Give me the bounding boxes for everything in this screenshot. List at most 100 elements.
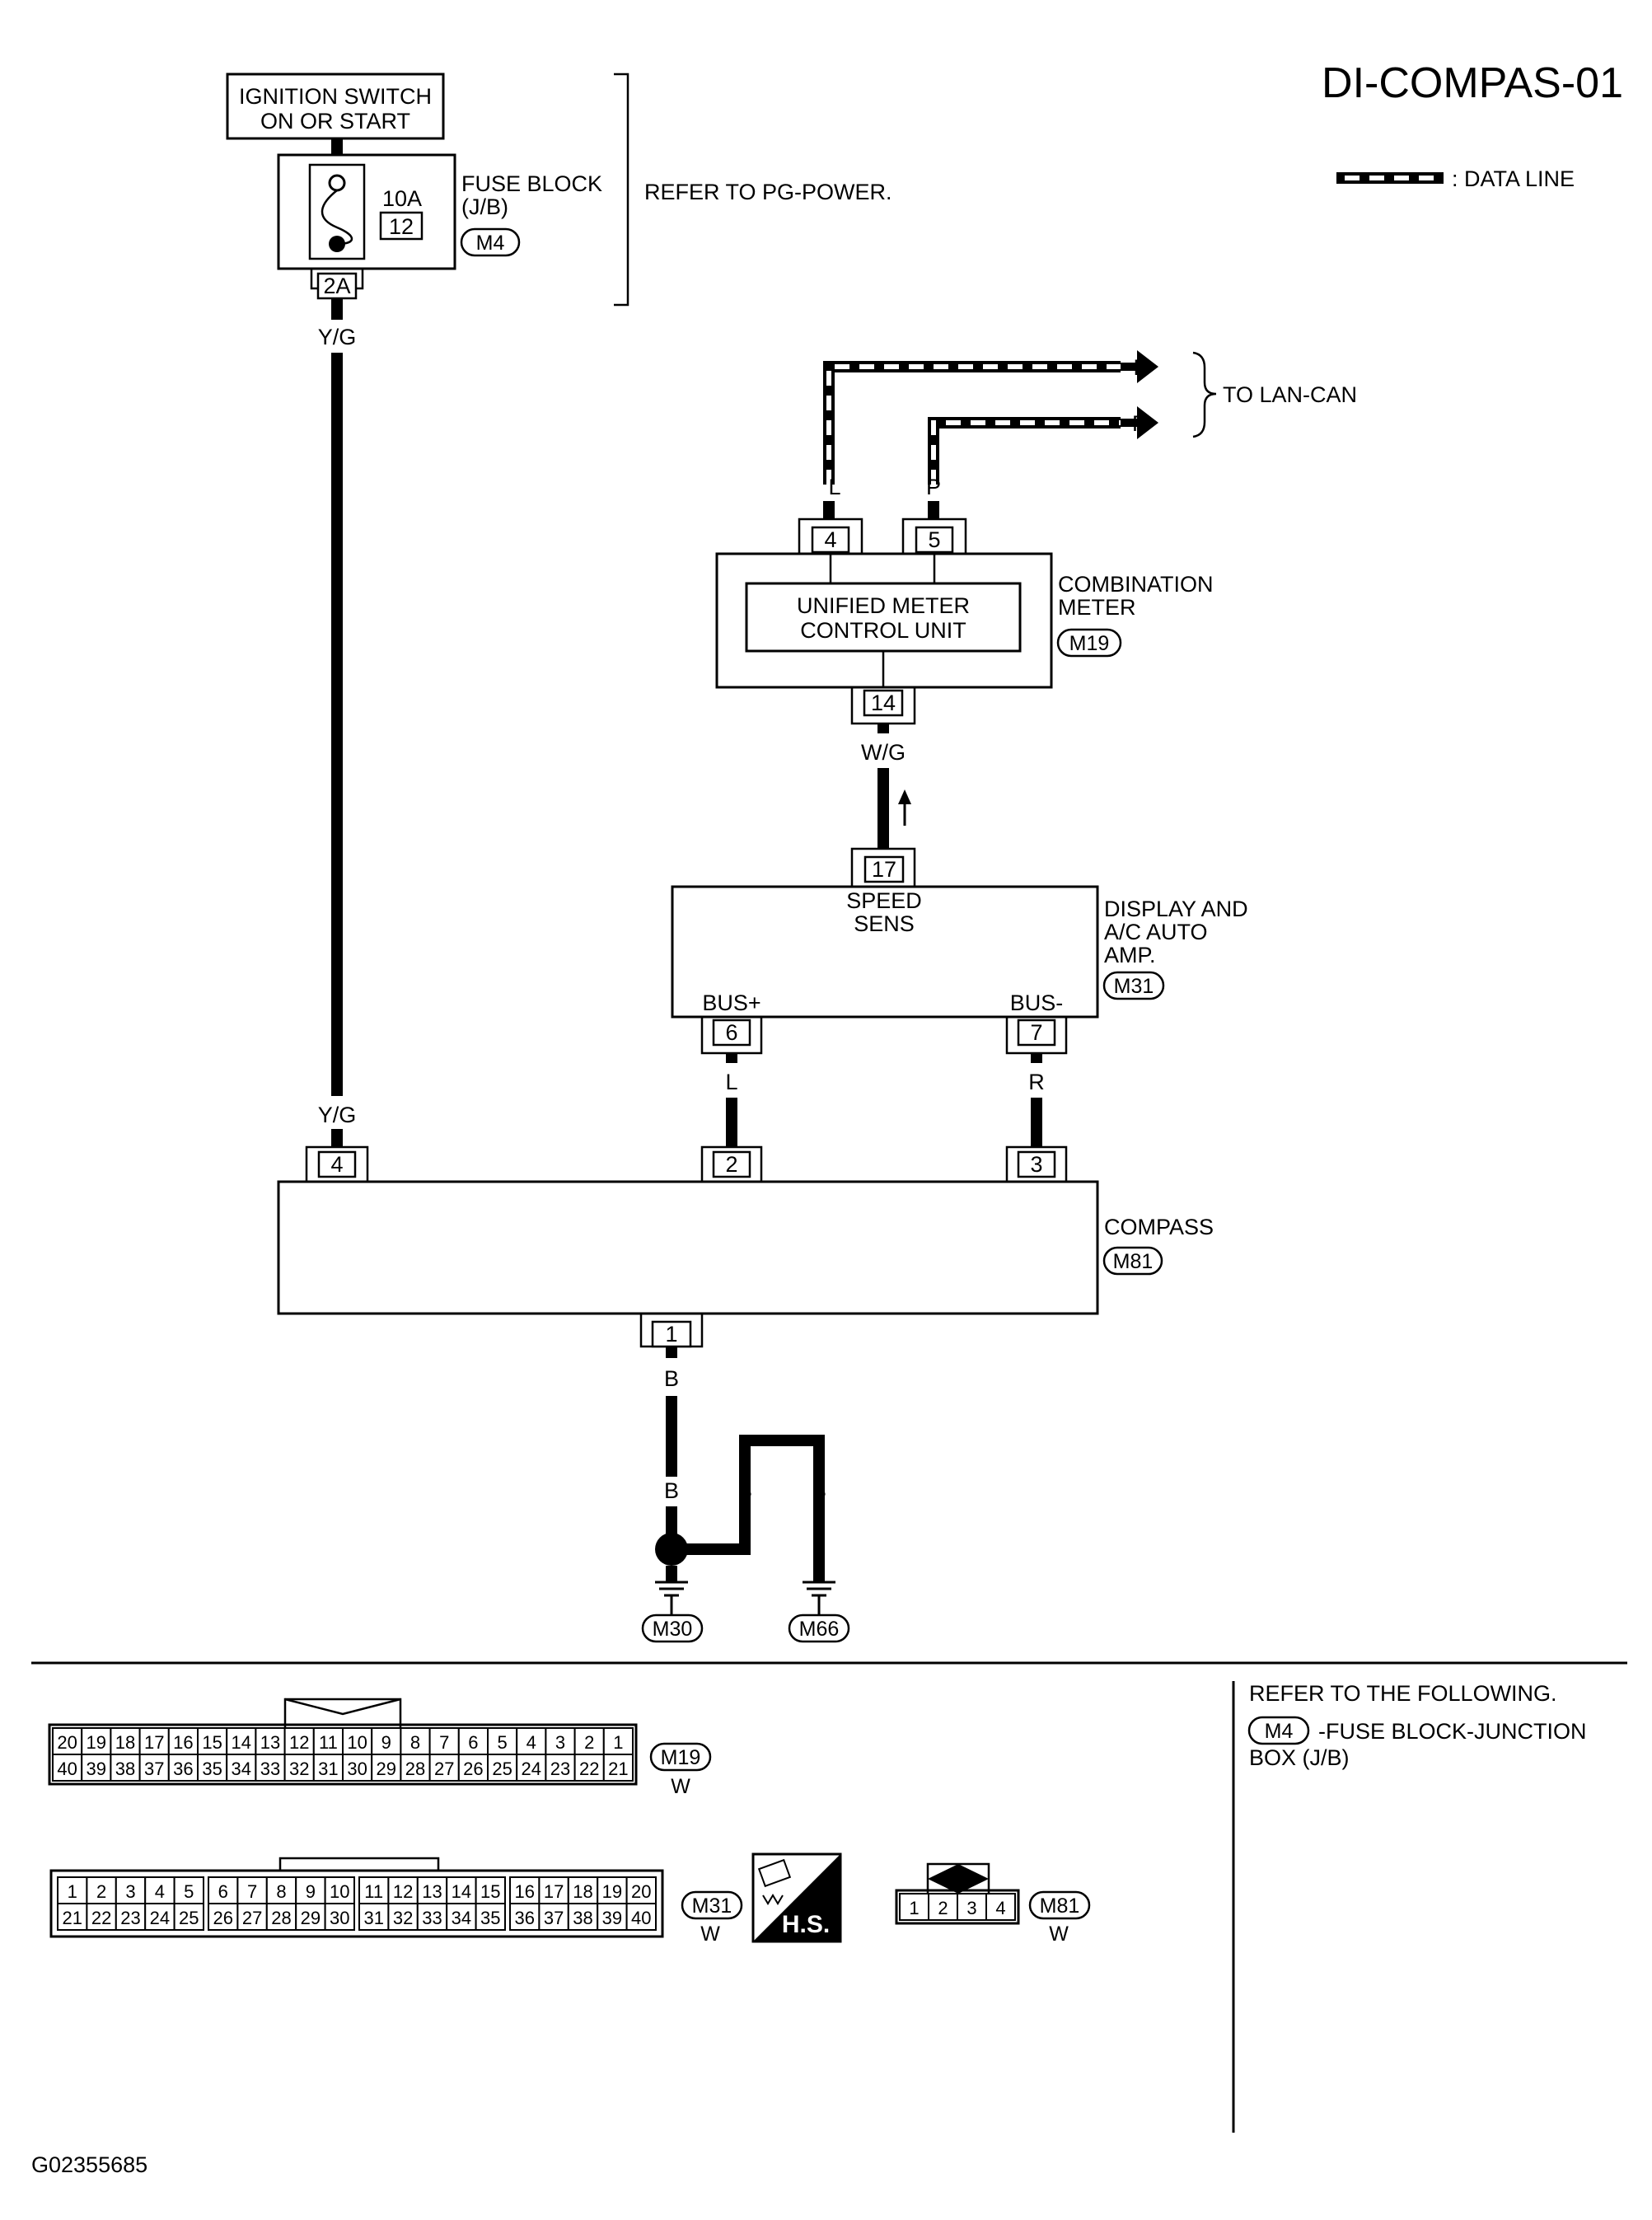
connector-pin-cell <box>446 1876 477 1904</box>
compass-pin2-bracket <box>700 1145 763 1182</box>
connector-pin-number: 35 <box>202 1759 222 1779</box>
data-line-l <box>823 350 1158 485</box>
m81-view-color: W <box>1049 1923 1069 1946</box>
connector-pin-number: 29 <box>301 1908 321 1928</box>
connector-pin-number: 38 <box>573 1908 592 1928</box>
meter-pin-l: 4 <box>824 527 836 552</box>
connector-pin-cell <box>255 1754 286 1782</box>
fuse-block-name-line2: (J/B) <box>461 194 508 219</box>
unified-meter-line2: CONTROL UNIT <box>800 618 966 643</box>
connector-pin-number: 7 <box>247 1881 257 1902</box>
connector-housing <box>49 1869 664 1938</box>
ground-wire-m66 <box>684 1435 825 1582</box>
unified-meter-control-unit-box <box>745 582 1022 653</box>
connector-pin-number: 30 <box>347 1759 367 1779</box>
connector-pin-cell <box>324 1903 356 1931</box>
meter-pin5-bracket <box>901 518 967 554</box>
connector-pin-number: 12 <box>289 1732 309 1753</box>
connector-pin-cell <box>144 1903 175 1931</box>
amp-signal-line1: SPEED <box>846 888 922 913</box>
connector-pin-cell <box>602 1754 634 1782</box>
amp-pin-speed: 17 <box>872 857 896 882</box>
connector-pin-cell <box>371 1754 402 1782</box>
connector-pin-number: 2 <box>96 1881 106 1902</box>
connector-pin-number: 25 <box>179 1908 199 1928</box>
m19-view-color: W <box>671 1775 690 1798</box>
connector-pin-number: 8 <box>410 1732 420 1753</box>
lan-can-brace <box>1192 351 1217 438</box>
connector-pin-number: 29 <box>377 1759 396 1779</box>
connector-pin-number: 11 <box>319 1732 338 1753</box>
connector-pin-cell <box>86 1903 117 1931</box>
connector-pin-cell <box>509 1903 541 1931</box>
compass-connector-badge <box>1102 1246 1163 1276</box>
connector-housing <box>895 1889 1020 1925</box>
connector-pin-number: 34 <box>232 1759 251 1779</box>
connector-pin-number: 7 <box>439 1732 449 1753</box>
data-line-legend: : DATA LINE <box>1336 166 1575 191</box>
refer-bracket <box>614 73 629 307</box>
connector-pin-number: 1 <box>909 1898 919 1918</box>
ground-m66: M66 <box>799 1618 840 1641</box>
ground-m66-badge <box>788 1613 850 1643</box>
data-line-legend-label: : DATA LINE <box>1452 166 1575 191</box>
m19-view-id: M19 <box>661 1746 701 1769</box>
connector-pin-number: 34 <box>452 1908 471 1928</box>
connector-pin-number: 3 <box>555 1732 565 1753</box>
connector-pin-number: 4 <box>155 1881 165 1902</box>
connector-pin-number: 32 <box>289 1759 309 1779</box>
harness-side-icon: H.S. <box>751 1852 842 1943</box>
connector-pin-number: 20 <box>57 1732 77 1753</box>
meter-pin4-bracket <box>798 518 863 554</box>
ground-wire-color-1: B <box>664 1366 679 1391</box>
connector-pin-number: 3 <box>966 1898 976 1918</box>
connector-pin-number: 16 <box>173 1732 193 1753</box>
connector-pin-number: 25 <box>492 1759 512 1779</box>
connector-pin-cell <box>545 1754 576 1782</box>
connector-pin-number: 23 <box>120 1908 140 1928</box>
meter-wire-p-color: P <box>926 475 941 499</box>
connector-pin-number: 9 <box>306 1881 316 1902</box>
lan-can-label: TO LAN-CAN <box>1223 382 1357 407</box>
fuse-block-box <box>277 153 456 270</box>
connector-pin-number: 39 <box>602 1908 622 1928</box>
connector-pin-number: 40 <box>57 1759 77 1779</box>
compass-pin-ground: 1 <box>665 1322 677 1347</box>
bus-minus-wire-color: R <box>1028 1070 1045 1094</box>
connector-pin-number: 21 <box>62 1908 82 1928</box>
connector-pin-cell <box>928 1893 958 1921</box>
fuse-symbol-frame <box>308 163 366 260</box>
splice-point <box>655 1533 688 1566</box>
refer-following-title: REFER TO THE FOLLOWING. <box>1249 1681 1557 1706</box>
connector-pin-cell <box>457 1727 489 1755</box>
connector-pin-number: 39 <box>87 1759 106 1779</box>
connector-pin-number: 26 <box>463 1759 483 1779</box>
meter-pin4-box <box>811 526 850 554</box>
refer-pg-power: REFER TO PG-POWER. <box>644 180 892 204</box>
bus-plus-wire-color: L <box>725 1070 737 1094</box>
connector-pin-number: 12 <box>393 1881 413 1902</box>
connector-pin-number: 24 <box>150 1908 170 1928</box>
m31-view-badge <box>681 1890 743 1920</box>
ground-icon <box>803 1581 835 1615</box>
connector-pin-number: 14 <box>232 1732 251 1753</box>
connector-pin-number: 10 <box>330 1881 349 1902</box>
connector-pin-number: 22 <box>91 1908 111 1928</box>
connector-pin-number: 13 <box>422 1881 442 1902</box>
connector-pin-number: 36 <box>173 1759 193 1779</box>
amp-pin17-box <box>863 855 905 883</box>
connector-pin-cell <box>625 1903 657 1931</box>
unified-meter-line1: UNIFIED METER <box>797 593 970 618</box>
display-amp-name-line3: AMP. <box>1104 943 1156 967</box>
connector-pin-cell <box>602 1727 634 1755</box>
connector-pin-cell <box>173 1903 205 1931</box>
connector-pin-cell <box>167 1754 199 1782</box>
combination-meter-name-line2: METER <box>1058 595 1136 620</box>
lan-can-wire-l: L <box>1133 355 1145 380</box>
amp-bus-plus: BUS+ <box>702 991 760 1015</box>
fuse-block-name-line1: FUSE BLOCK <box>461 171 602 196</box>
connector-housing <box>48 1723 638 1786</box>
connector-pin-number: 20 <box>631 1881 651 1902</box>
